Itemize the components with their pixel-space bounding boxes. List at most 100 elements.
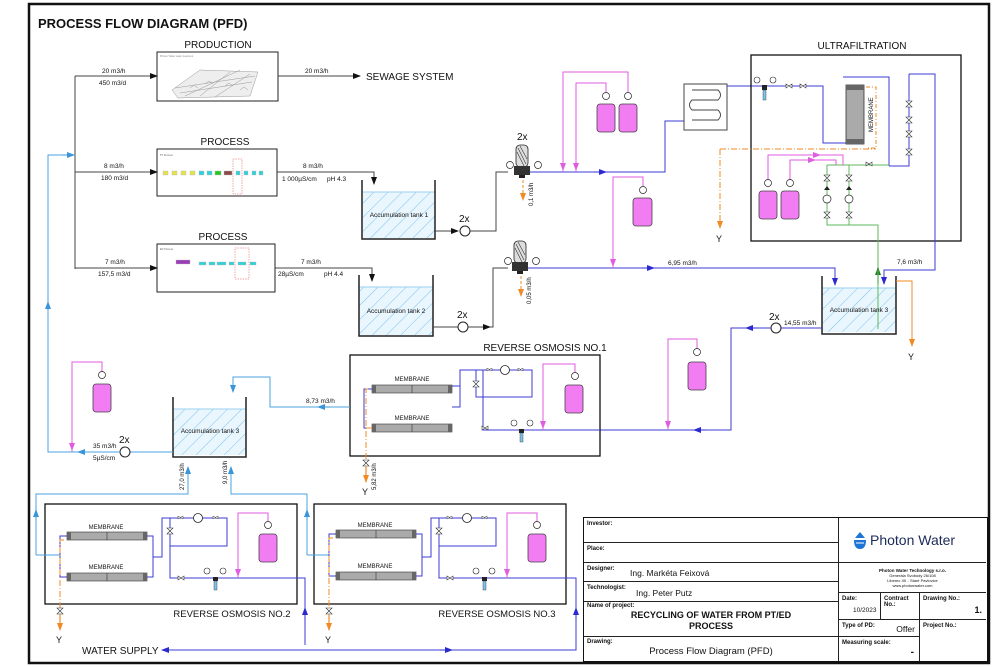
pt-thumb-baths xyxy=(162,158,264,195)
pt-thumb-caption: PT Process xyxy=(160,154,174,157)
type-value: Offer xyxy=(896,624,915,634)
tank3-overflow xyxy=(896,280,915,347)
accumulation-tank-1: Accumulation tank 1 xyxy=(361,180,436,240)
ro2-membrane-top: MEMBRANE xyxy=(66,525,148,541)
flow-ro3-return: 9,0 m3/h xyxy=(223,461,229,484)
project-name: RECYCLING OF WATER FROM PT/ED PROCESS xyxy=(630,610,792,631)
chemical-tank-icon xyxy=(258,533,278,563)
drawing-frame xyxy=(27,2,991,665)
pressure-gauge-icon xyxy=(506,161,514,169)
project-no-label: Project No.: xyxy=(923,623,957,629)
ro3-membrane-bottom: MEMBRANE xyxy=(335,564,417,581)
tb-date: Date: 10/2023 xyxy=(839,593,881,620)
dosing-pump-icon xyxy=(786,179,794,187)
line-ro2-return xyxy=(35,466,191,555)
flow-ro1-permeate: 8,73 m3/h xyxy=(306,398,335,405)
dosing-pump-icon xyxy=(98,371,106,379)
line-pump3-to-ro1 xyxy=(600,327,771,431)
dosing-single-2 xyxy=(610,176,653,268)
production-block: PRODUCTION Photon Water water treatment xyxy=(156,40,279,102)
tb-company: Photon Water Technology s.r.o. Generála … xyxy=(839,563,986,593)
ro2-label: REVERSE OSMOSIS NO.2 xyxy=(173,609,290,620)
uf-drain-label: Y xyxy=(716,234,722,244)
chemical-tank-icon xyxy=(687,361,707,391)
pressure-gauge-icon xyxy=(203,567,211,575)
process-ed-label: PROCESS xyxy=(199,232,248,243)
drawing-label: Drawing: xyxy=(587,639,613,645)
tb-drawing: Drawing: Process Flow Diagram (PFD) xyxy=(584,637,839,661)
tank2-label: Accumulation tank 2 xyxy=(367,308,426,315)
process-ed-thumbnail xyxy=(156,243,276,293)
tb-designer: Designer: Ing. Markéta Feixová xyxy=(584,563,839,582)
ed-conductivity: 28µS/cm xyxy=(278,271,304,278)
ultrafiltration-label: ULTRAFILTRATION xyxy=(818,41,907,52)
date-value: 10/2023 xyxy=(853,607,877,614)
ro3-label: REVERSE OSMOSIS NO.3 xyxy=(438,609,555,620)
scale-value: - xyxy=(910,647,914,658)
tb-investor: Investor: xyxy=(584,518,839,543)
tank3-drain-label: Y xyxy=(908,352,914,362)
flow-ro1-reject: 5,82 m3/h xyxy=(372,463,378,490)
membrane-label: MEMBRANE xyxy=(89,525,124,531)
ro3-membrane-top: MEMBRANE xyxy=(335,523,417,539)
accumulation-tank-3-uf: Accumulation tank 3 xyxy=(821,270,897,335)
ro1-membrane-top: MEMBRANE xyxy=(371,377,453,394)
contract-label: Contract No.: xyxy=(884,596,909,608)
tb-scale: Measuring scale: - xyxy=(839,637,920,661)
flow-prod-in-d: 450 m3/d xyxy=(99,80,126,87)
flow-ed-in-h: 7 m3/h xyxy=(105,259,125,266)
flow-ed-in-d: 157,5 m3/d xyxy=(98,271,131,278)
technologist-value: Ing. Peter Putz xyxy=(636,588,693,598)
flow-ed-out-h: 7 m3/h xyxy=(301,259,321,266)
ro2-membrane-bottom: MEMBRANE xyxy=(66,565,148,582)
pump-2-icon xyxy=(457,321,469,333)
uf-membrane-label: MEMBRANE xyxy=(869,97,875,132)
ed-ph: pH 4.4 xyxy=(324,271,344,278)
tank3-ro-label: Accumulation tank 3 xyxy=(181,428,240,435)
disc-filter-2 xyxy=(504,240,540,274)
production-sketch xyxy=(171,69,259,99)
company-name: Photon Water Technology s.r.o. xyxy=(878,568,946,573)
scale-label: Measuring scale: xyxy=(842,640,891,646)
dosing-pump-icon xyxy=(602,92,610,100)
dosing-pump-icon xyxy=(571,372,579,380)
project-label: Name of project: xyxy=(587,603,635,609)
process-pt-label: PROCESS xyxy=(201,137,250,148)
ed-thumb-baths xyxy=(175,247,257,280)
pump-4-count: 2x xyxy=(119,435,130,446)
filter2-waste-flow: 0,05 m3/h xyxy=(527,277,533,304)
flow-pt-in-d: 180 m3/d xyxy=(101,175,128,182)
pressure-gauge-icon xyxy=(472,567,480,575)
line-uf-out xyxy=(881,252,936,285)
membrane-label: MEMBRANE xyxy=(358,564,393,570)
pump-1-count: 2x xyxy=(459,214,470,225)
line-filter2-out-to-tank3 xyxy=(528,267,838,286)
company-street: Generála Svobody 26/108 xyxy=(889,573,936,578)
place-label: Place: xyxy=(587,546,605,552)
pressure-gauge-icon xyxy=(504,257,512,265)
dosing-ro2 xyxy=(235,512,278,578)
accumulation-tank-3-ro: Accumulation tank 3 xyxy=(172,397,247,458)
ro1-label: REVERSE OSMOSIS NO.1 xyxy=(483,343,607,354)
brand-name: Photon Water xyxy=(870,532,956,548)
flow-prod-in-h: 20 m3/h xyxy=(102,68,126,75)
pressure-gauge-icon xyxy=(219,567,227,575)
filter1-waste-flow: 0,1 m3/h xyxy=(529,183,535,206)
flow-uf-out: 7,6 m3/h xyxy=(897,259,923,266)
tb-project-no: Project No.: xyxy=(920,620,986,661)
line-pt-to-tank1 xyxy=(277,171,377,185)
drawing-name: Process Flow Diagram (PFD) xyxy=(649,646,773,657)
flow-ro2-return: 27,0 m3/h xyxy=(180,463,186,490)
dosing-final xyxy=(69,361,112,452)
pt-conductivity: 1 000µS/cm xyxy=(282,176,317,183)
dosing-pump-icon xyxy=(624,92,632,100)
technologist-label: Technologist: xyxy=(587,585,626,591)
tb-contract: Contract No.: xyxy=(881,593,920,620)
company-web: www.photonwater.com xyxy=(892,583,933,588)
flow-tank3-out: 14,55 m3/h xyxy=(784,320,817,327)
line-pump1-filter1 xyxy=(470,171,508,232)
pressure-gauge-icon xyxy=(769,76,777,84)
chemical-tank-icon xyxy=(632,197,653,227)
pump-4-icon xyxy=(119,446,131,458)
